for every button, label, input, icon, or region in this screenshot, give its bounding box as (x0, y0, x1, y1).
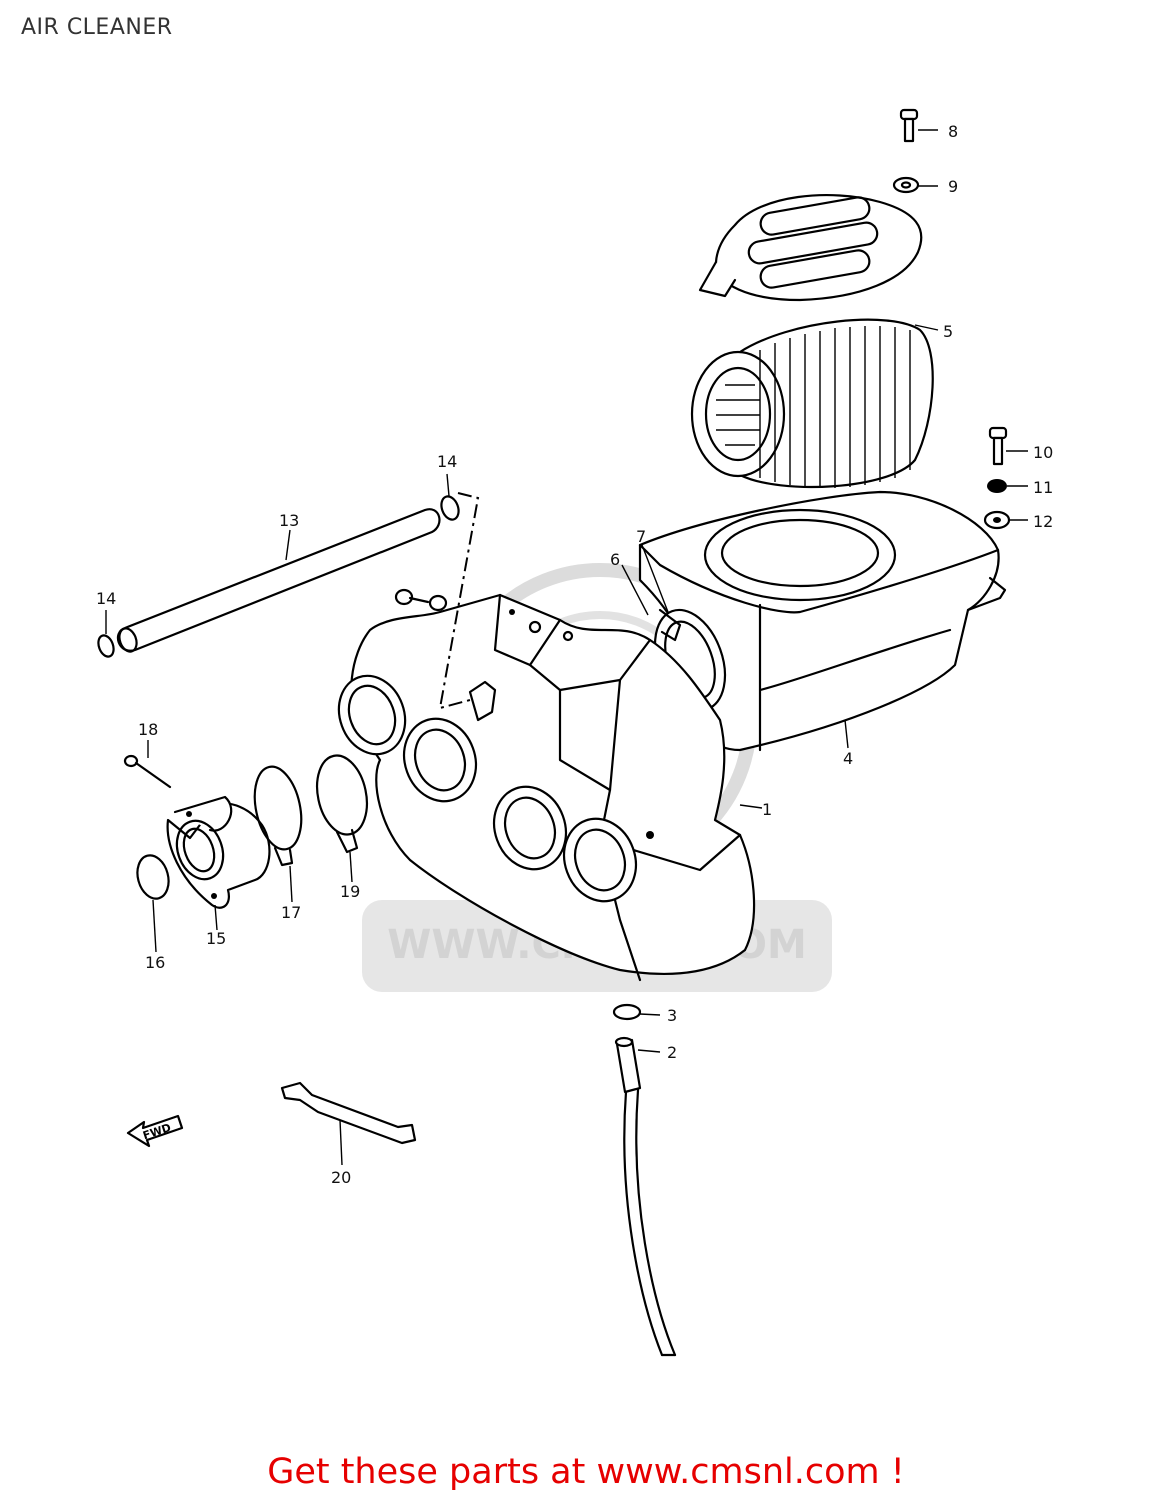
part-oring-16 (136, 854, 170, 900)
callout-20: 20 (331, 1168, 351, 1187)
callout-10: 10 (1033, 443, 1053, 462)
part-clip-14a (440, 495, 460, 521)
callout-3: 3 (667, 1006, 677, 1025)
part-screw-8 (899, 108, 919, 143)
callout-5: 5 (943, 322, 953, 341)
part-clip-14b (97, 634, 115, 658)
callout-19: 19 (340, 882, 360, 901)
callout-17: 17 (281, 903, 301, 922)
callout-13: 13 (279, 511, 299, 530)
part-clamp-7 (658, 608, 682, 642)
callout-14-lower: 14 (96, 589, 116, 608)
part-screw-18 (123, 754, 172, 789)
forward-direction-arrow: FWD (126, 1114, 184, 1148)
callout-7: 7 (636, 527, 646, 546)
callout-labels: 8 9 5 10 11 12 4 1 6 7 14 13 14 18 15 16… (96, 122, 1053, 1187)
part-air-element-5 (690, 318, 934, 489)
part-clip-3 (612, 1003, 642, 1021)
callout-15: 15 (206, 929, 226, 948)
callout-14-upper: 14 (437, 452, 457, 471)
exploded-parts-diagram: WWW.CMSNL.COM (96, 108, 1053, 1357)
callout-9: 9 (948, 177, 958, 196)
part-washer-12 (983, 510, 1011, 530)
callout-8: 8 (948, 122, 958, 141)
callout-1: 1 (762, 800, 772, 819)
part-washer-9 (892, 176, 920, 194)
callout-2: 2 (667, 1043, 677, 1062)
assembly-line-hose (438, 492, 480, 710)
part-strap-20 (280, 1081, 417, 1145)
leader-lines (105, 129, 1028, 1166)
part-hose-13 (116, 508, 441, 653)
part-bolt-10 (988, 426, 1008, 466)
callout-4: 4 (843, 749, 853, 768)
forward-arrow-label: FWD (141, 1121, 172, 1142)
part-air-cleaner-box-1 (337, 593, 756, 982)
part-drain-hose (623, 1088, 677, 1357)
part-cleaner-cover (698, 193, 923, 302)
page-title: AIR CLEANER (21, 15, 173, 40)
callout-12: 12 (1033, 512, 1053, 531)
callout-6: 6 (610, 550, 620, 569)
callout-16: 16 (145, 953, 165, 972)
part-clamp-19 (315, 754, 369, 854)
part-screw-box (394, 588, 448, 612)
part-cleaner-case-4 (638, 490, 1007, 752)
part-flange-15 (166, 795, 271, 909)
callout-11: 11 (1033, 478, 1053, 497)
callout-18: 18 (138, 720, 158, 739)
part-nut-11 (987, 479, 1007, 493)
part-drain-plug-2 (614, 1036, 642, 1094)
part-clamp-17 (253, 765, 303, 867)
get-parts-link[interactable]: Get these parts at www.cmsnl.com ! (267, 1452, 905, 1492)
